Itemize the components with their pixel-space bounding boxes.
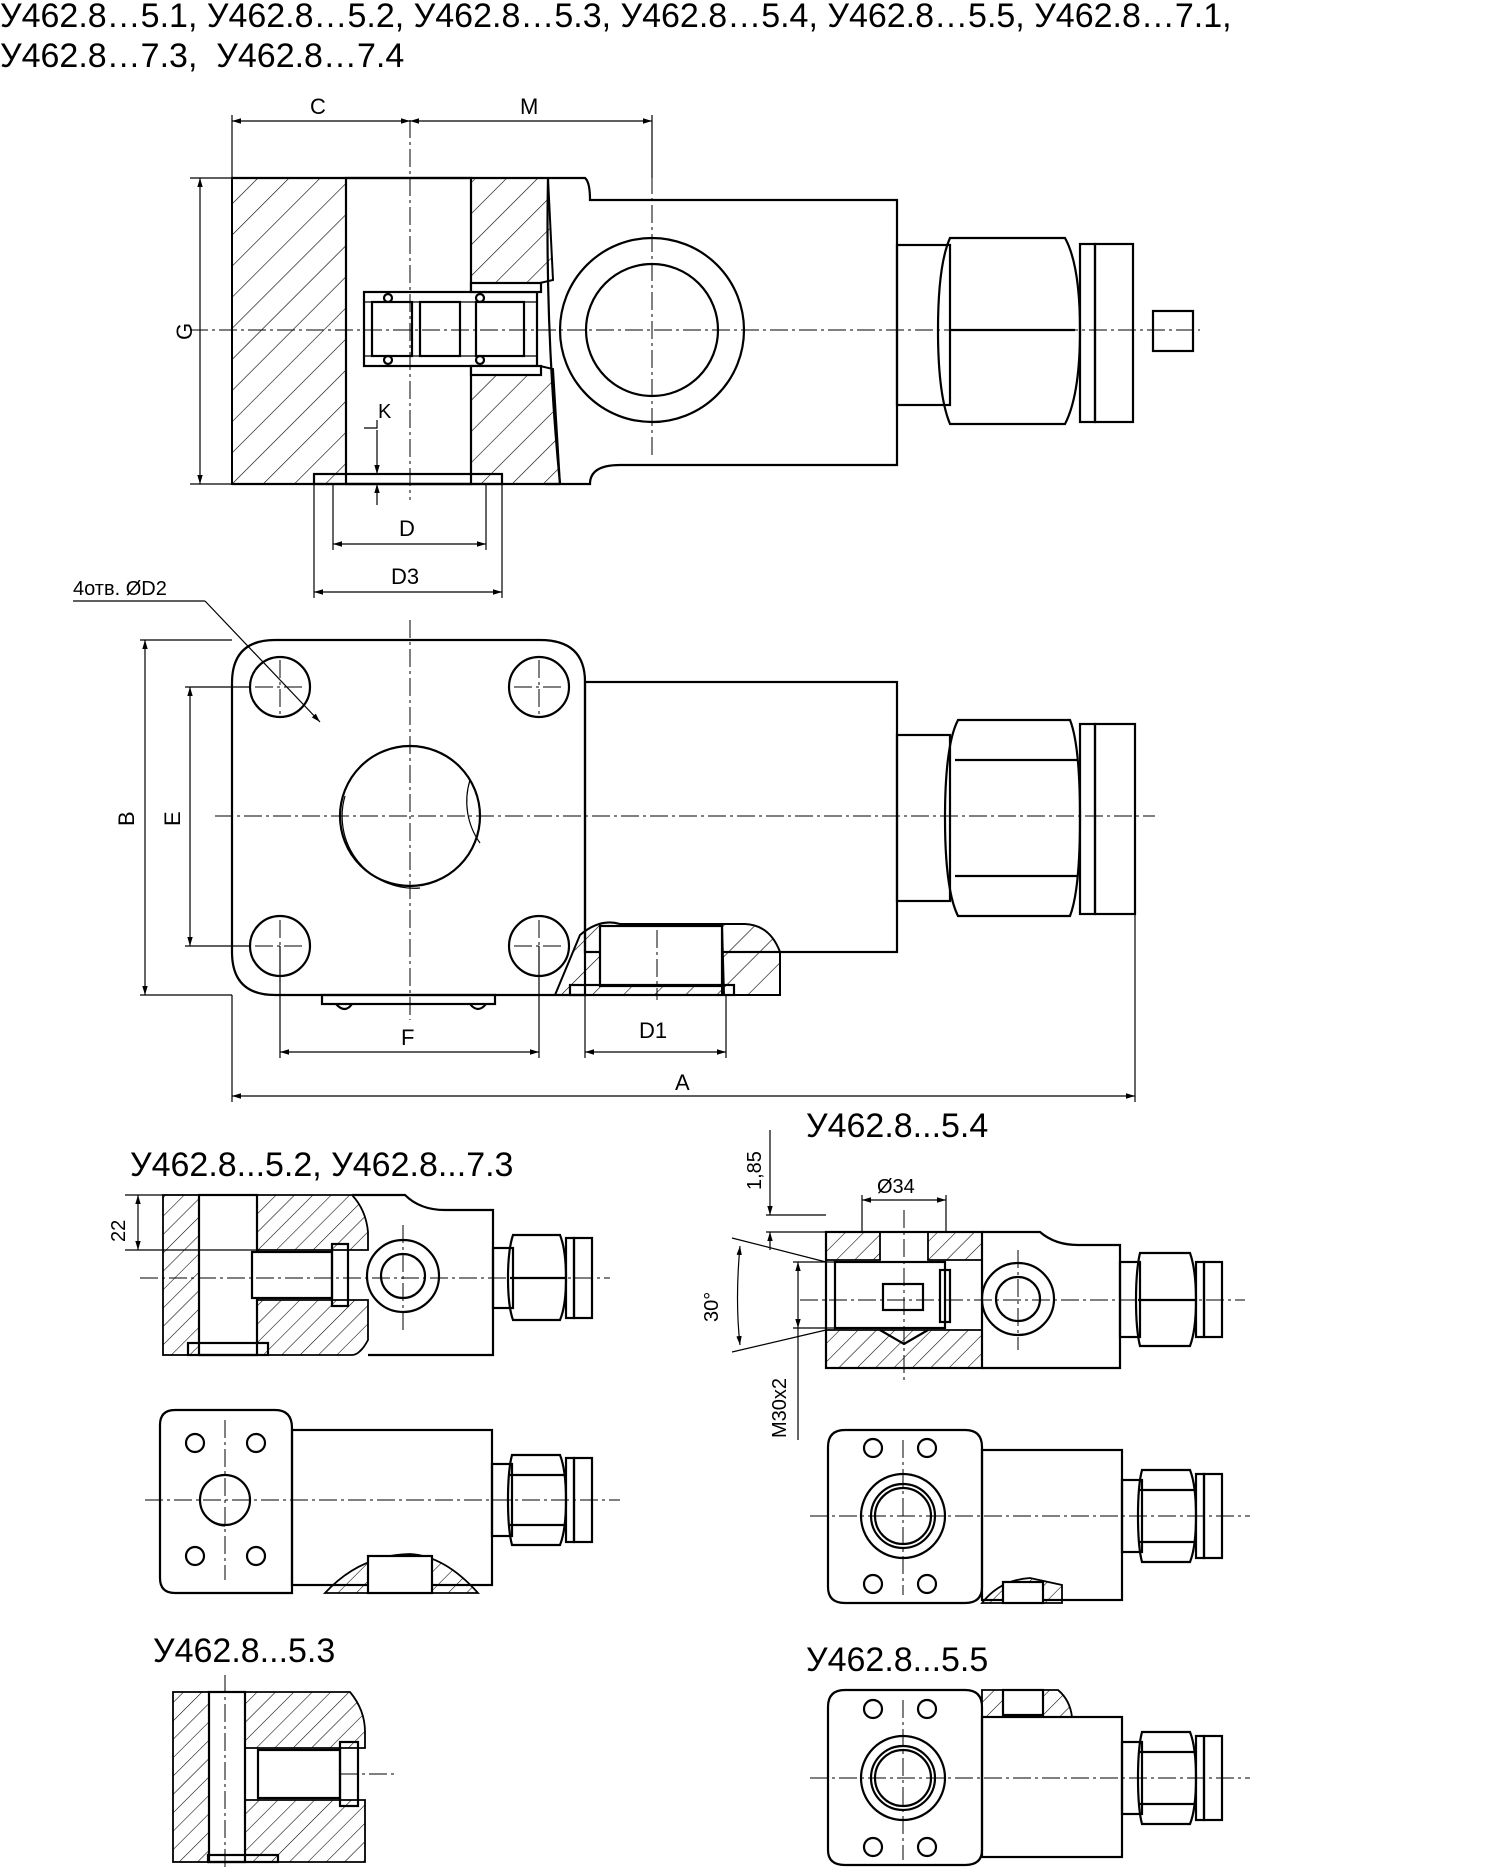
dim-d1: D1 <box>639 1018 667 1043</box>
breakout-right <box>721 923 781 996</box>
variant-5-4-plan <box>810 1428 1250 1605</box>
dim-1-85: 1,85 <box>744 1151 766 1190</box>
dim-30deg: 30° <box>701 1292 723 1322</box>
spool-housing <box>362 290 539 368</box>
side-section-view <box>190 118 1200 500</box>
mount-hole-tr <box>507 655 571 719</box>
dim-d: D <box>399 516 415 541</box>
variant-5-5-title: У462.8...5.5 <box>806 1641 989 1679</box>
end-cap <box>1093 242 1135 424</box>
variant-5-4-title: У462.8...5.4 <box>806 1107 989 1145</box>
dim-k: K <box>378 401 392 423</box>
right-wall-lower <box>470 365 562 485</box>
dim-e: E <box>160 811 185 826</box>
hex-nut <box>936 236 1082 426</box>
variant-5-3-title: У462.8...5.3 <box>153 1632 336 1670</box>
dim-m: M <box>520 94 538 119</box>
bottom-flange <box>312 472 504 486</box>
drawing-header: У462.8…5.1, У462.8…5.2, У462.8…5.3, У462… <box>0 0 1232 76</box>
header-line-2: У462.8…7.3, У462.8…7.4 <box>0 37 405 75</box>
variant-5-5-plan <box>810 1688 1250 1867</box>
dim-g: G <box>172 323 197 340</box>
dim-f: F <box>401 1025 414 1050</box>
plan-view-dimensions: 4отв. ØD2 B E F D1 A <box>73 578 1136 1102</box>
body-outline <box>546 176 899 486</box>
variant-5-2-plan <box>145 1408 620 1595</box>
right-wall-upper <box>470 177 555 284</box>
variant-5-2-title: У462.8...5.2, У462.8...7.3 <box>130 1146 514 1184</box>
plan-connector-neck <box>895 733 952 903</box>
stem-square <box>1151 309 1195 353</box>
dim-c: C <box>310 94 326 119</box>
dim-b: B <box>114 811 139 826</box>
plan-hex-nut <box>943 718 1082 918</box>
dim-d3: D3 <box>391 564 419 589</box>
header-line-1: У462.8…5.1, У462.8…5.2, У462.8…5.3, У462… <box>0 0 1232 35</box>
side-view-dimensions: C M G K D D3 <box>172 94 653 598</box>
dim-a: A <box>675 1070 690 1095</box>
variant-5-2-dims: 22 <box>108 1194 257 1251</box>
plan-view <box>215 620 1155 1020</box>
variant-5-2-section <box>140 1193 610 1357</box>
variant-5-4-dims: 1,85 Ø34 30° M30x2 <box>701 1130 947 1440</box>
variant-5-4-section <box>800 1210 1245 1380</box>
dim-34: Ø34 <box>877 1176 915 1198</box>
flange-plate <box>230 638 587 997</box>
body-block <box>583 680 899 954</box>
connector-neck <box>895 243 952 407</box>
variant-5-3-section <box>172 1675 395 1869</box>
dim-holes: 4отв. ØD2 <box>73 578 167 600</box>
plan-end-cap <box>1093 722 1137 916</box>
dim-22: 22 <box>108 1220 130 1242</box>
left-wall-section <box>231 177 347 485</box>
dim-thread: M30x2 <box>769 1378 791 1438</box>
